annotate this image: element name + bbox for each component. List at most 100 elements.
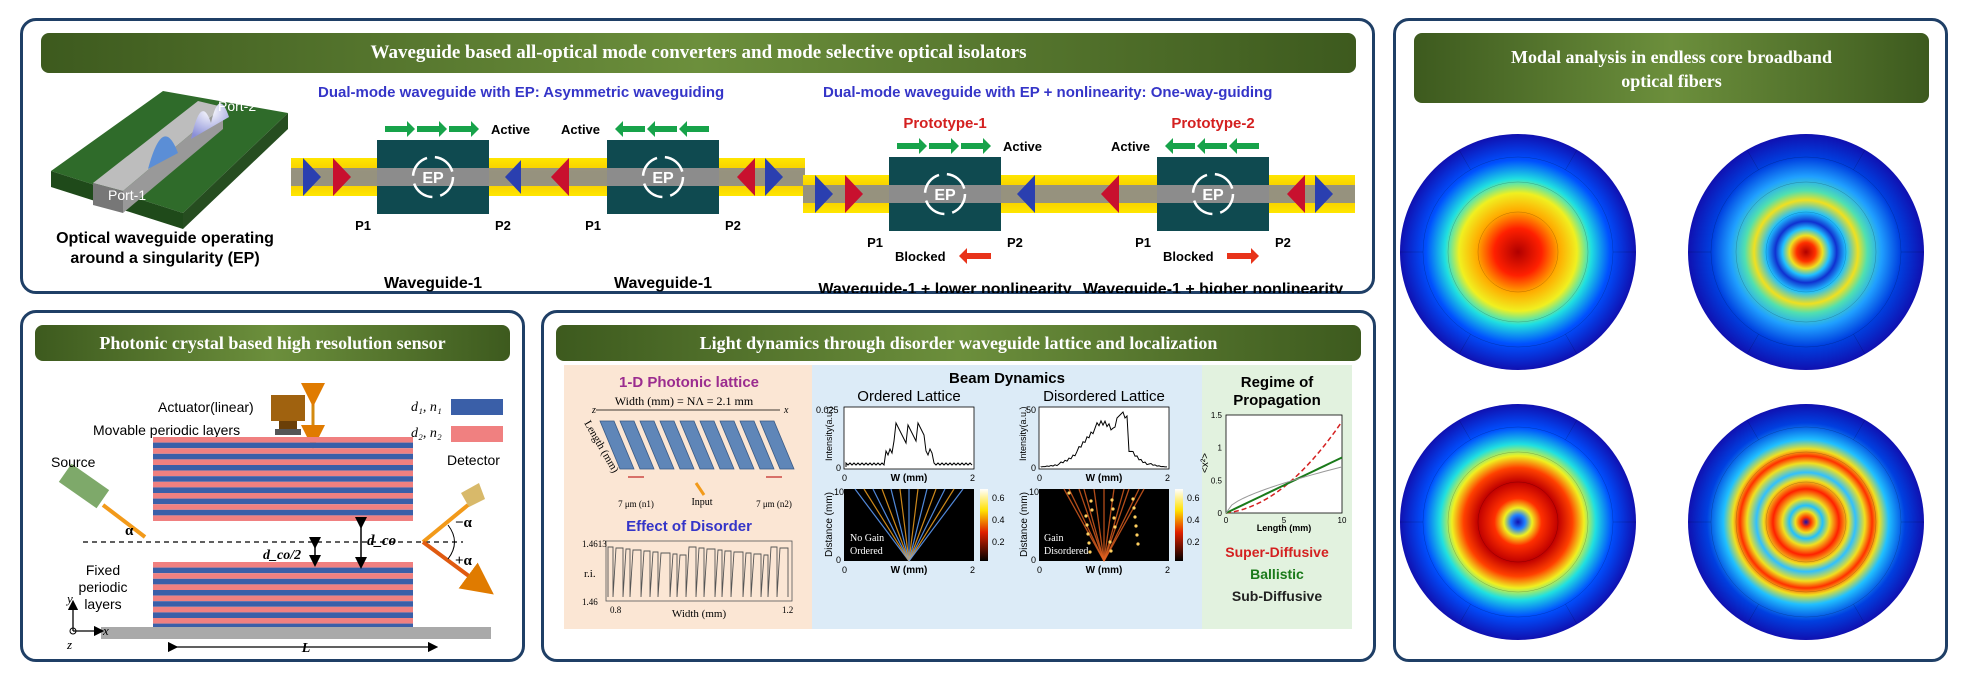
p2-label: P2	[1275, 235, 1291, 250]
actuator-label: Actuator(linear)	[158, 399, 254, 415]
regime-ytick: 1.5	[1211, 411, 1223, 420]
ep-cycle-icon	[1191, 172, 1235, 216]
panel4-title-line1: Modal analysis in endless core broadband	[1511, 47, 1832, 67]
movable-layers-label: Movable periodic layers	[93, 422, 240, 438]
periodic-layer	[153, 584, 413, 590]
no-gain-label-1: No Gain	[850, 533, 884, 544]
lattice-waveguide	[719, 420, 755, 470]
lattice-waveguide	[739, 420, 775, 470]
ordered-map-xlabel: W (mm)	[891, 565, 928, 576]
minus-alpha-label: −α	[455, 515, 473, 531]
regime-ytick: 0	[1218, 509, 1223, 518]
blocked-arrow-icon	[1227, 248, 1259, 264]
alpha-label: α	[125, 523, 134, 539]
periodic-layer	[153, 448, 413, 454]
p2-label: P2	[725, 218, 741, 233]
fixed-label-2: periodic	[78, 579, 127, 595]
periodic-layer	[153, 601, 413, 607]
mode-profile-icon	[551, 158, 569, 196]
panel4-title-line2: optical fibers	[1621, 71, 1722, 91]
beam-heading: Beam Dynamics	[949, 370, 1065, 387]
lattice-waveguide	[619, 420, 655, 470]
disordered-beam-pattern	[1063, 488, 1145, 562]
mode-profile-icon	[333, 158, 351, 196]
fiber-mode-1	[1400, 134, 1636, 370]
width-start: 0.8	[610, 605, 622, 615]
disordered-ymax: 50	[1026, 405, 1036, 415]
fiber-mode-3	[1400, 404, 1636, 640]
regime-xtick: 5	[1282, 516, 1287, 525]
periodic-layer	[153, 442, 413, 449]
mode-profile-icon	[303, 158, 321, 196]
active-arrow-icon	[417, 121, 447, 137]
gain-label-2: Disordered	[1044, 546, 1088, 557]
periodic-layer	[153, 590, 413, 596]
mode-profile-icon	[845, 175, 863, 213]
disordered-intensity-plot	[1038, 406, 1170, 470]
panel-photonic-crystal-sensor: Photonic crystal based high resolution s…	[20, 310, 525, 662]
mode-profile-icon	[765, 158, 783, 196]
blocked-label: Blocked	[895, 249, 946, 264]
blocked-label: Blocked	[1163, 249, 1214, 264]
ordered-map-y10: 10	[834, 487, 844, 497]
regime-ytick: 1	[1218, 444, 1223, 453]
regime-xlabel: Length (mm)	[1257, 523, 1312, 533]
ordered-map-ylabel: Distance (mm)	[824, 492, 835, 557]
legend-d1n1: d₁, n₁	[411, 400, 442, 415]
ordered-ymax: 0.025	[816, 405, 839, 415]
p2-label: P2	[1007, 235, 1023, 250]
width-axis-label: Width (mm)	[672, 608, 727, 620]
fiber-mode-2	[1688, 134, 1924, 370]
ordered-map-x2: 2	[970, 565, 975, 575]
ordered-map-x0: 0	[842, 565, 847, 575]
lattice-z-label: z	[591, 405, 596, 416]
ordered-colorbar	[980, 489, 988, 561]
disordered-cb-2: 0.4	[1187, 515, 1200, 525]
panel-mode-converters: Waveguide based all-optical mode convert…	[20, 18, 1375, 294]
disordered-xlabel: W (mm)	[1086, 473, 1123, 484]
disordered-xtwo: 2	[1165, 473, 1170, 483]
ep-label: EP	[652, 170, 674, 187]
ordered-xtwo: 2	[970, 473, 975, 483]
ep-label: EP	[934, 187, 956, 204]
active-arrow-icon	[929, 138, 959, 154]
ordered-heading: Ordered Lattice	[857, 388, 960, 405]
mode-profile-icon	[1017, 175, 1035, 213]
mode-profile-icon	[1315, 175, 1333, 213]
active-label: Active	[1003, 139, 1042, 154]
ri-bottom: 1.46	[582, 597, 598, 607]
ballistic-curve	[1225, 456, 1343, 514]
lattice-waveguides	[599, 420, 795, 478]
lattice-waveguide	[599, 420, 635, 470]
mode-profile-icon	[1287, 175, 1305, 213]
movable-periodic-layers	[153, 437, 413, 521]
p2-label: P2	[495, 218, 511, 233]
axis-z-label: z	[66, 637, 72, 652]
no-gain-label-2: Ordered	[850, 546, 883, 557]
panel2-title: Photonic crystal based high resolution s…	[35, 325, 510, 361]
periodic-layer	[153, 437, 413, 443]
disordered-cb-3: 0.2	[1187, 537, 1200, 547]
periodic-layer	[153, 595, 413, 602]
active-arrow-icon	[449, 121, 479, 137]
periodic-layer	[153, 578, 413, 585]
prototype2-label: Prototype-2	[1171, 115, 1254, 132]
substrate	[101, 627, 491, 639]
periodic-layer	[153, 623, 413, 630]
active-arrow-icon	[961, 138, 991, 154]
fixed-periodic-layers	[153, 562, 413, 630]
prototype1-label: Prototype-1	[903, 115, 986, 132]
panel1-diagram: Port-2 Port-1 Optical waveguide operatin…	[51, 84, 1355, 293]
ep-cycle-icon	[923, 172, 967, 216]
ordered-beam-pattern	[854, 488, 964, 562]
active-arrow-icon	[897, 138, 927, 154]
periodic-layer	[153, 470, 413, 477]
reflected-beam-down	[421, 540, 494, 595]
caption-waveguide-4: Waveguide-1 + higher nonlinearity	[1083, 281, 1343, 293]
caption-waveguide-1: Waveguide-1	[384, 275, 482, 292]
waveguide-3d-illustration	[51, 91, 288, 229]
disordered-map-y10: 10	[1029, 487, 1039, 497]
